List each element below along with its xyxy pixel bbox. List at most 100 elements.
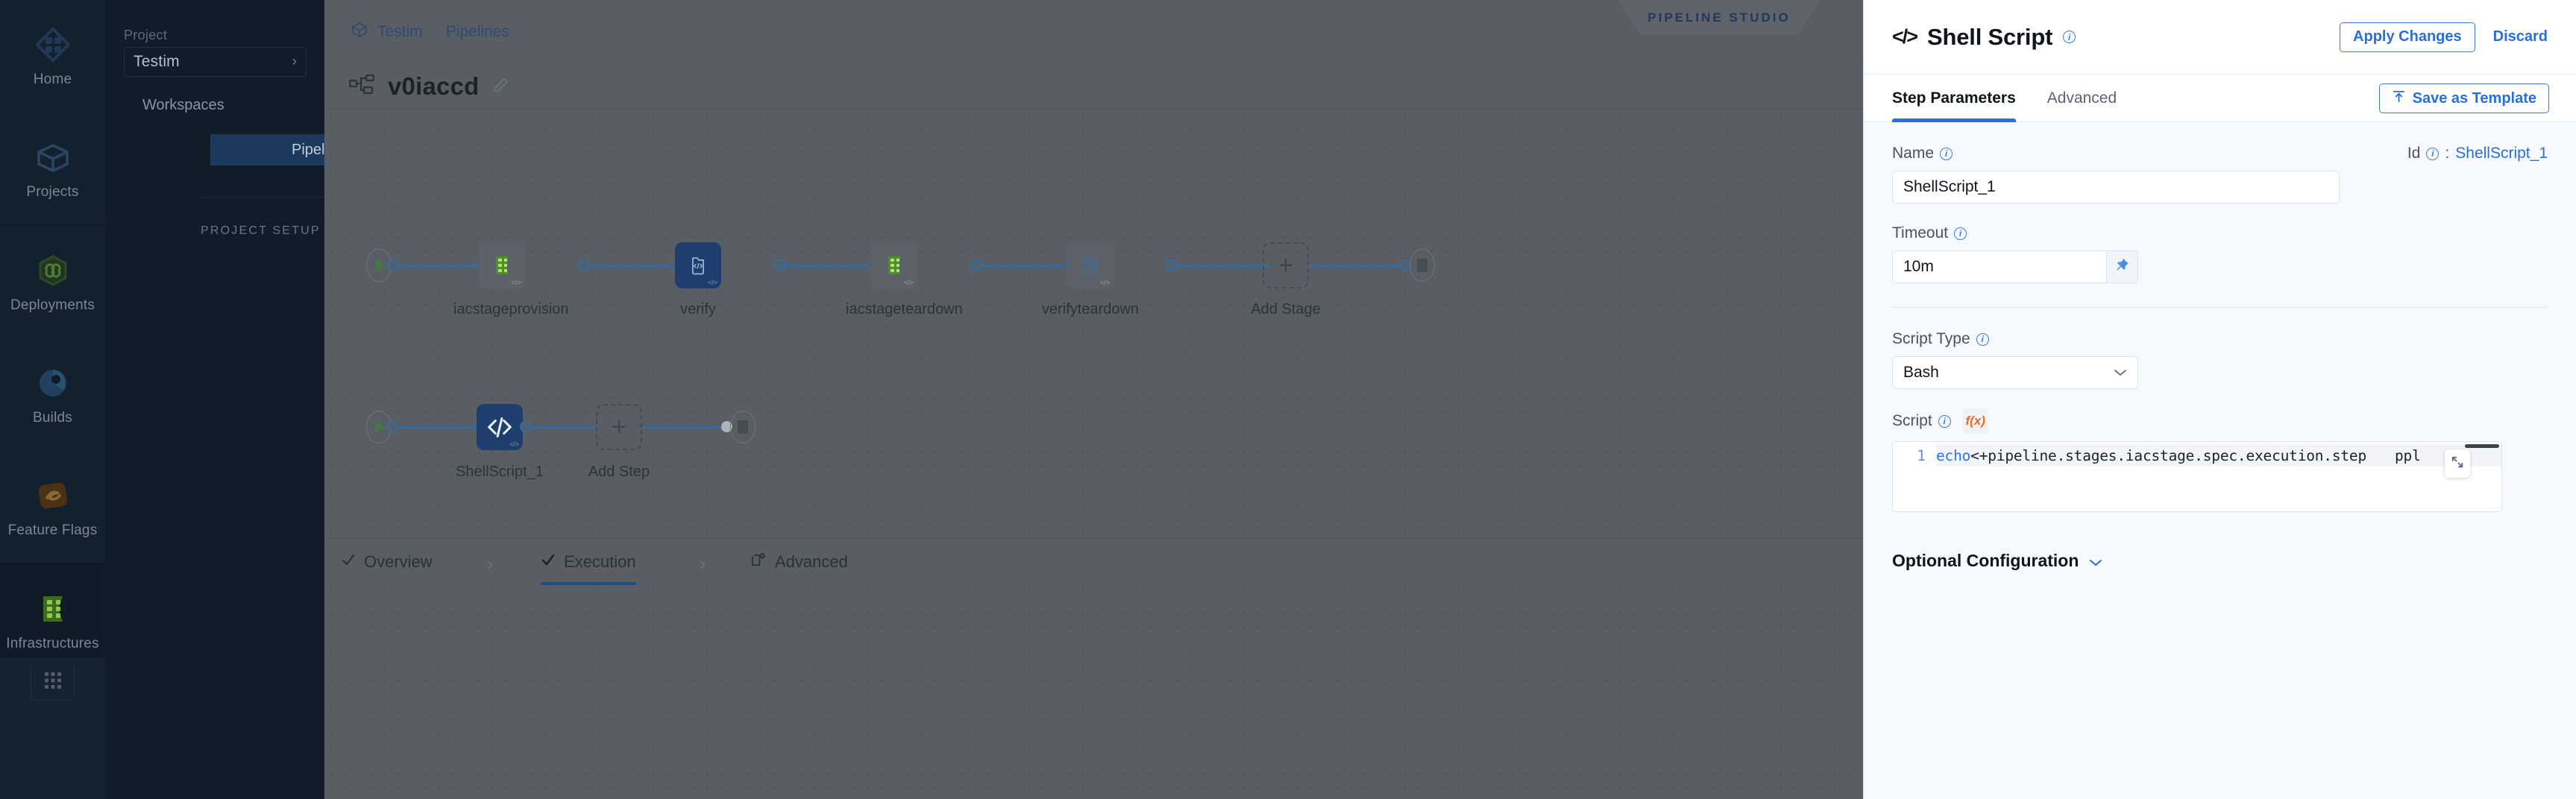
add-step-label: Add Step	[588, 464, 650, 480]
rail-divider	[0, 225, 105, 226]
stage-node-verify[interactable]: </>	[675, 242, 721, 288]
code-badge-icon: </>	[511, 279, 521, 286]
name-input-value: ShellScript_1	[1903, 178, 1996, 195]
rail-item-label: Deployments	[10, 297, 95, 314]
stage-node-iacstageteardown[interactable]: </>	[871, 242, 917, 288]
add-stage-button[interactable]: +	[1263, 242, 1309, 288]
step-edge	[397, 426, 479, 429]
breadcrumb-item-pipelines[interactable]: Pipelines	[445, 23, 509, 40]
name-input[interactable]: ShellScript_1	[1892, 171, 2340, 203]
tab-execution[interactable]: Execution	[541, 539, 636, 585]
check-icon	[541, 552, 556, 572]
drawer-title-group: </> Shell Script i	[1892, 24, 2340, 51]
tab-label: Advanced	[775, 552, 848, 571]
step-label: ShellScript_1	[456, 464, 544, 480]
rail-item-label: Home	[33, 72, 72, 88]
plus-icon: +	[1278, 250, 1293, 280]
discard-button[interactable]: Discard	[2493, 28, 2548, 45]
tab-overview[interactable]: Overview	[341, 539, 433, 585]
drawer-tab-step-parameters[interactable]: Step Parameters	[1892, 75, 2016, 122]
stage-label: iacstageteardown	[846, 301, 963, 318]
rail-item-label: Feature Flags	[7, 522, 98, 539]
project-caption: Project	[124, 28, 168, 42]
apps-grid-button[interactable]	[31, 665, 75, 701]
optional-configuration-toggle[interactable]: Optional Configuration	[1892, 551, 2548, 571]
rail-item-projects[interactable]: Projects	[0, 113, 105, 225]
stage-edge	[979, 265, 1063, 267]
stage-node-iacstageprovision[interactable]: </>	[479, 242, 525, 288]
info-icon[interactable]: i	[2426, 147, 2440, 160]
timeout-pin-button[interactable]	[2107, 250, 2138, 283]
stage-edge	[587, 265, 670, 267]
info-icon[interactable]: i	[1940, 147, 1953, 160]
stage-node-verifyteardown[interactable]: </>	[1067, 242, 1113, 288]
project-picker[interactable]: Testim ›	[124, 47, 307, 77]
expression-fx-button[interactable]: f(x)	[1962, 408, 1988, 434]
rail-item-builds[interactable]: Builds	[0, 338, 105, 451]
check-icon	[341, 552, 356, 572]
stage-label: iacstageprovision	[453, 301, 569, 318]
drawer-tab-advanced[interactable]: Advanced	[2047, 75, 2117, 122]
projects-box-icon	[33, 137, 73, 177]
timeout-input[interactable]: 10m	[1892, 250, 2107, 283]
id-value[interactable]: ShellScript_1	[2455, 145, 2548, 162]
script-type-label-text: Script Type	[1892, 330, 1970, 347]
deployments-infinity-icon	[33, 250, 73, 291]
drawer-header: </> Shell Script i Apply Changes Discard	[1864, 0, 2576, 75]
code-badge-icon: </>	[903, 279, 914, 286]
rail-item-infrastructures[interactable]: Infrastructures	[0, 564, 105, 677]
rail-item-home[interactable]: Home	[0, 0, 105, 113]
tab-advanced[interactable]: Advanced	[751, 539, 848, 585]
stage-edge	[1175, 265, 1269, 267]
info-icon[interactable]: i	[2063, 31, 2076, 43]
id-label: Id	[2407, 145, 2421, 162]
step-node-shellscript-1[interactable]: </>	[477, 404, 523, 450]
rail-item-feature-flags[interactable]: Feature Flags	[0, 451, 105, 563]
tab-label: Execution	[564, 552, 636, 571]
step-graph-end	[730, 411, 755, 443]
stage-edge	[783, 265, 867, 267]
cube-icon	[351, 21, 368, 43]
info-icon[interactable]: i	[1954, 227, 1967, 240]
script-editor[interactable]: 1 echo <+pipeline.stages.iacstage.spec.e…	[1892, 441, 2502, 512]
editor-scrollbar[interactable]	[2465, 444, 2499, 448]
rail-item-deployments[interactable]: Deployments	[0, 226, 105, 338]
timeout-field-group: 10m	[1892, 250, 2548, 283]
pin-icon	[2114, 257, 2130, 277]
stage-graph-end	[1410, 249, 1435, 282]
editor-line: 1 echo <+pipeline.stages.iacstage.spec.e…	[1893, 442, 2501, 467]
stop-icon	[738, 420, 748, 434]
info-icon[interactable]: i	[1976, 332, 1989, 346]
timeout-input-value: 10m	[1903, 258, 1934, 275]
script-type-select[interactable]: Bash	[1892, 356, 2138, 389]
editor-code-line[interactable]: echo <+pipeline.stages.iacstage.spec.exe…	[1936, 444, 2501, 467]
project-setup-label: PROJECT SETUP	[201, 224, 321, 237]
add-stage-label: Add Stage	[1251, 301, 1321, 318]
expand-editor-button[interactable]	[2445, 449, 2470, 478]
fx-icon: f(x)	[1965, 414, 1985, 428]
add-step-button[interactable]: +	[596, 404, 642, 450]
expand-arrows-icon	[2451, 455, 2464, 473]
chevron-right-icon: ›	[292, 54, 297, 69]
breadcrumb-separator: ›	[518, 23, 524, 40]
sidebar-item-workspaces[interactable]: Workspaces	[124, 89, 343, 121]
drawer-title: Shell Script	[1927, 23, 2053, 50]
script-label-text: Script	[1892, 412, 1932, 429]
rail-divider	[0, 563, 105, 564]
save-as-template-button[interactable]: Save as Template	[2378, 83, 2549, 113]
sidebar-divider	[201, 197, 405, 198]
tab-active-underline	[541, 582, 636, 585]
drawer-tab-label: Advanced	[2046, 89, 2117, 107]
step-config-drawer: </> Shell Script i Apply Changes Discard…	[1863, 0, 2576, 799]
tab-separator: ›	[487, 554, 493, 574]
builds-gear-icon	[33, 363, 73, 403]
page-title: v0iaccd	[348, 72, 509, 101]
apply-changes-label: Apply Changes	[2353, 28, 2462, 45]
info-icon[interactable]: i	[1938, 414, 1951, 428]
pencil-icon[interactable]	[493, 77, 509, 97]
stop-icon	[1417, 259, 1427, 272]
breadcrumb-item-project[interactable]: Testim	[377, 23, 423, 40]
play-icon	[375, 421, 385, 433]
apply-changes-button[interactable]: Apply Changes	[2340, 22, 2475, 52]
stage-edge	[1309, 265, 1406, 267]
